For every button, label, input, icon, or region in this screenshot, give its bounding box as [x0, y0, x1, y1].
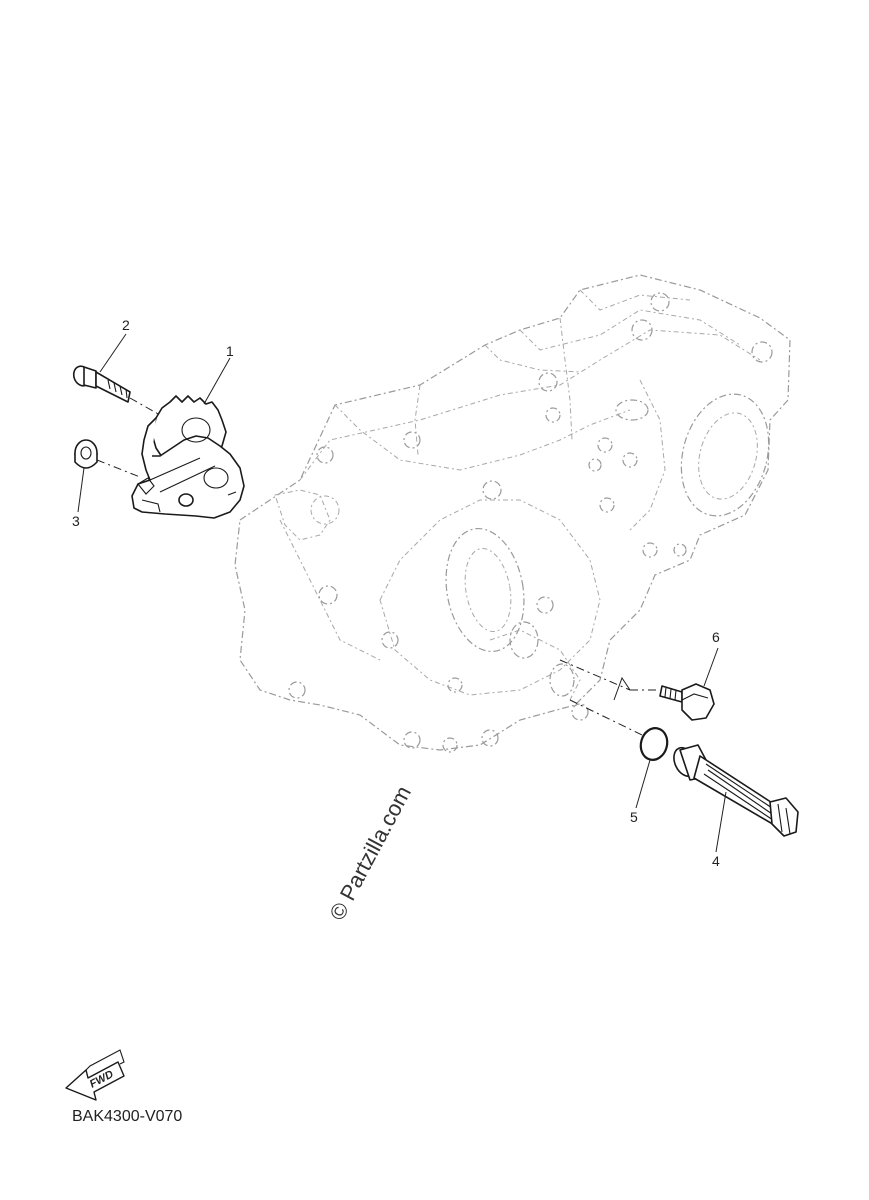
o-ring-part-5[interactable] [637, 725, 670, 763]
leader-lines [77, 333, 727, 853]
fwd-arrow-icon: FWD [65, 1049, 125, 1101]
callout-4: 4 [712, 853, 720, 869]
watermark-text: © Partzilla.com [324, 782, 416, 925]
collar-part-3[interactable] [74, 439, 98, 469]
callout-6: 6 [712, 629, 720, 645]
bolt-part-6[interactable] [659, 683, 715, 721]
bolt-part-2[interactable] [71, 364, 131, 403]
diagram-code: BAK4300-V070 [72, 1108, 182, 1125]
crankcase-outline [234, 274, 791, 753]
watermark-group: © Partzilla.com [324, 782, 416, 925]
callout-1: 1 [226, 343, 234, 359]
oil-strainer-part-4[interactable] [670, 744, 799, 837]
callout-5: 5 [630, 809, 638, 825]
callout-2: 2 [122, 317, 130, 333]
callout-3: 3 [72, 513, 80, 529]
oil-pump-part-1[interactable] [131, 395, 245, 519]
